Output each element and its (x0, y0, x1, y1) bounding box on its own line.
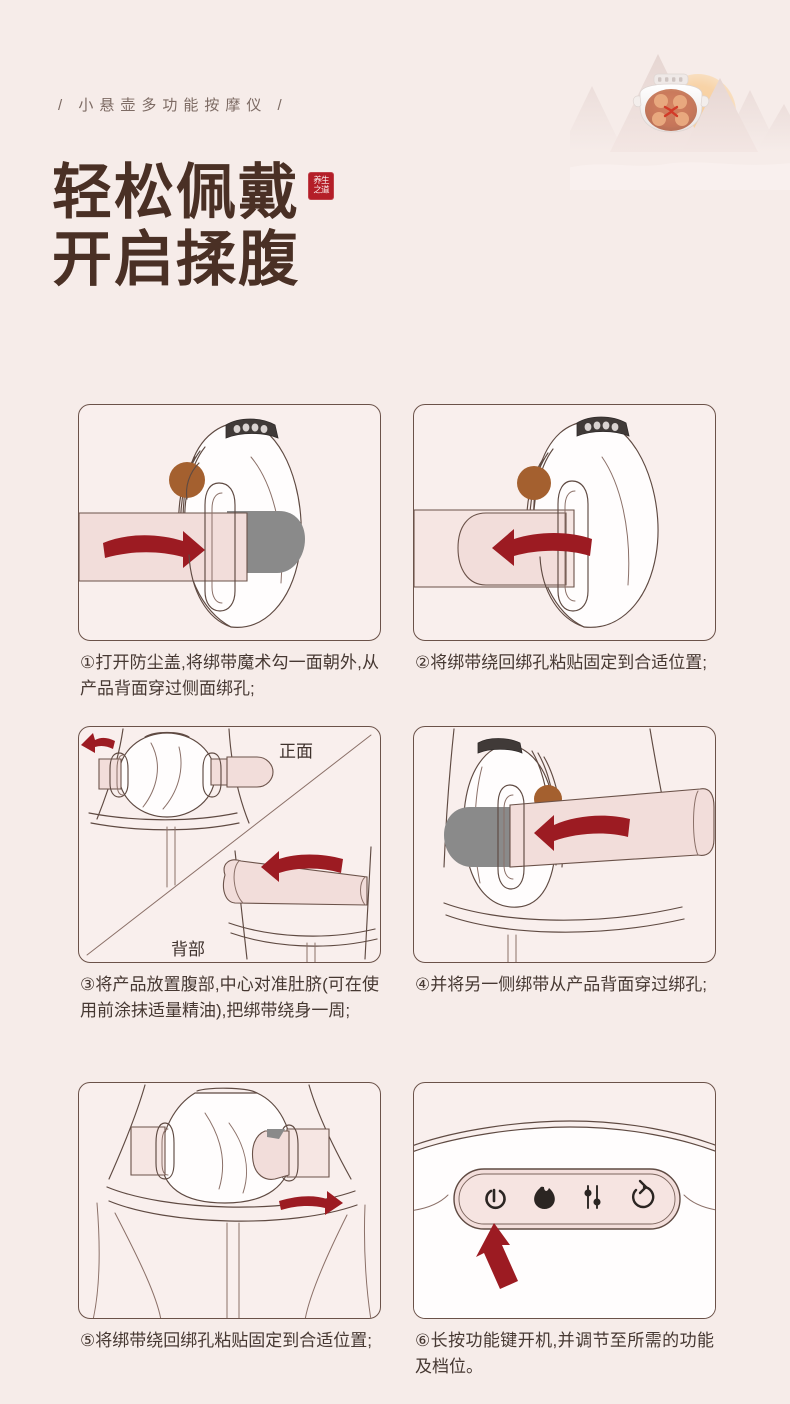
step-3-caption: ③将产品放置腹部,中心对准肚脐(可在使用前涂抹适量精油),把绑带绕身一周; (80, 975, 379, 1020)
step-6: ⑥长按功能键开机,并调节至所需的功能及档位。 (413, 1082, 716, 1404)
eyebrow-text: / 小悬壶多功能按摩仪 / (58, 97, 288, 114)
power-icon (485, 1188, 506, 1210)
step-4-caption: ④并将另一侧绑带从产品背面穿过绑孔; (415, 975, 707, 994)
page-title: 轻松佩戴 开启揉腹 (52, 160, 300, 294)
step-3-illustration: 正面 背部 (78, 726, 381, 963)
label-back: 背部 (171, 940, 205, 959)
direction-arrow (103, 531, 205, 568)
step-4: ④并将另一侧绑带从产品背面穿过绑孔; (413, 726, 716, 1082)
flame-icon (534, 1186, 555, 1209)
header-decoration (570, 20, 790, 190)
step-1-illustration (78, 404, 381, 641)
steps-grid: ①打开防尘盖,将绑带魔术勾一面朝外,从产品背面穿过侧面绑孔; (78, 404, 716, 1404)
seal-text: 养生之道 (313, 175, 329, 195)
step-1: ①打开防尘盖,将绑带魔术勾一面朝外,从产品背面穿过侧面绑孔; (78, 404, 381, 726)
direction-arrow (261, 851, 343, 882)
seal-stamp-icon: 养生之道 (308, 172, 334, 200)
cycle-icon (631, 1179, 655, 1209)
label-front: 正面 (279, 742, 313, 761)
step-5: ⑤将绑带绕回绑孔粘贴固定到合适位置; (78, 1082, 381, 1404)
pointer-arrow (476, 1223, 518, 1289)
sliders-icon (584, 1185, 601, 1209)
step-2: ②将绑带绕回绑孔粘贴固定到合适位置; (413, 404, 716, 726)
step-1-caption: ①打开防尘盖,将绑带魔术勾一面朝外,从产品背面穿过侧面绑孔; (80, 653, 379, 698)
direction-arrow (279, 1191, 343, 1215)
step-5-caption: ⑤将绑带绕回绑孔粘贴固定到合适位置; (80, 1331, 372, 1350)
step-6-caption: ⑥长按功能键开机,并调节至所需的功能及档位。 (415, 1331, 714, 1376)
step-6-illustration (413, 1082, 716, 1319)
direction-arrow (534, 815, 630, 851)
title-line-1: 轻松佩戴 (52, 160, 300, 226)
step-2-illustration (413, 404, 716, 641)
step-2-caption: ②将绑带绕回绑孔粘贴固定到合适位置; (415, 653, 707, 672)
step-5-illustration (78, 1082, 381, 1319)
step-4-illustration (413, 726, 716, 963)
title-line-2: 开启揉腹 (52, 227, 300, 294)
direction-arrow (81, 733, 115, 753)
direction-arrow (492, 529, 592, 566)
step-3: 正面 背部 ③将产品放置腹部,中心对准肚脐(可在使用前涂抹适量精油),把绑带绕身… (78, 726, 381, 1082)
page-header: / 小悬壶多功能按摩仪 / 轻松佩戴 开启揉腹 养生之道 (0, 0, 790, 380)
